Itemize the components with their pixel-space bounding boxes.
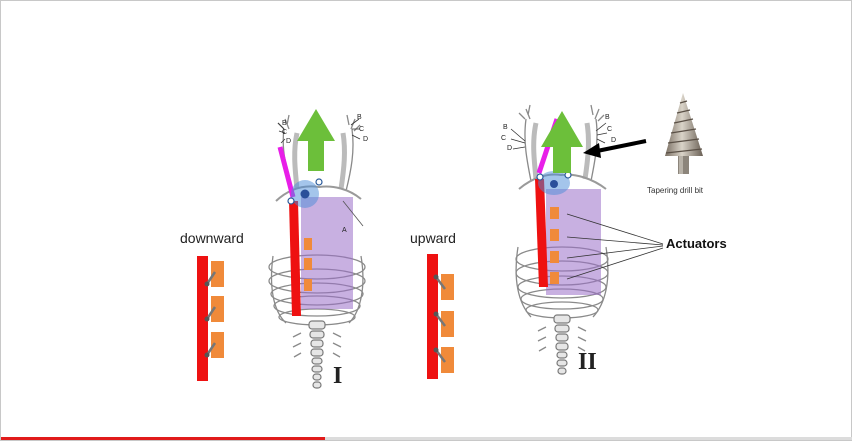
upward-detail xyxy=(427,254,454,379)
actuator-block xyxy=(441,347,454,373)
bone-letter: C xyxy=(359,126,365,133)
panel-label-1: I xyxy=(333,363,343,389)
downward-detail xyxy=(197,256,224,381)
actuator-block xyxy=(211,296,224,322)
bone-letter: B xyxy=(282,120,287,127)
actuator-block xyxy=(211,332,224,358)
bone-letter: C xyxy=(501,135,507,142)
muscle-block xyxy=(301,197,353,309)
bone-letter: D xyxy=(611,137,617,144)
panel-label-2: II xyxy=(578,349,597,375)
bone-letter: C xyxy=(607,126,613,133)
black-arrow xyxy=(596,139,647,153)
rod-bar xyxy=(535,179,548,287)
upward-label: upward xyxy=(410,230,456,246)
actuator-pointers xyxy=(566,213,664,280)
drill-label: Tapering drill bit xyxy=(647,186,704,195)
bone-letter: D xyxy=(286,138,292,145)
green-arrow xyxy=(297,109,335,171)
bone-letter: B xyxy=(503,124,508,131)
bone-letter: D xyxy=(363,136,369,143)
drill-bit-icon xyxy=(665,93,703,174)
downward-label: downward xyxy=(180,230,244,246)
bone-letter: C xyxy=(282,129,288,136)
rod-bar xyxy=(289,201,301,316)
green-arrow xyxy=(541,111,583,173)
video-progress-bar[interactable] xyxy=(1,437,852,440)
bone-letter: D xyxy=(507,145,513,152)
actuator-block xyxy=(441,274,454,300)
actuators-label: Actuators xyxy=(666,236,727,251)
actuator-block xyxy=(441,311,454,337)
rod-bar xyxy=(197,256,208,381)
bone-letter: B xyxy=(605,114,610,121)
actuator-stack xyxy=(550,207,559,284)
actuator-block xyxy=(211,261,224,287)
magenta-link xyxy=(277,146,296,198)
video-progress-fill xyxy=(1,437,325,440)
bone-letter: B xyxy=(357,114,362,121)
bone-letter: A xyxy=(342,227,347,234)
actuator-stack xyxy=(304,238,312,291)
rod-bar xyxy=(427,254,438,379)
